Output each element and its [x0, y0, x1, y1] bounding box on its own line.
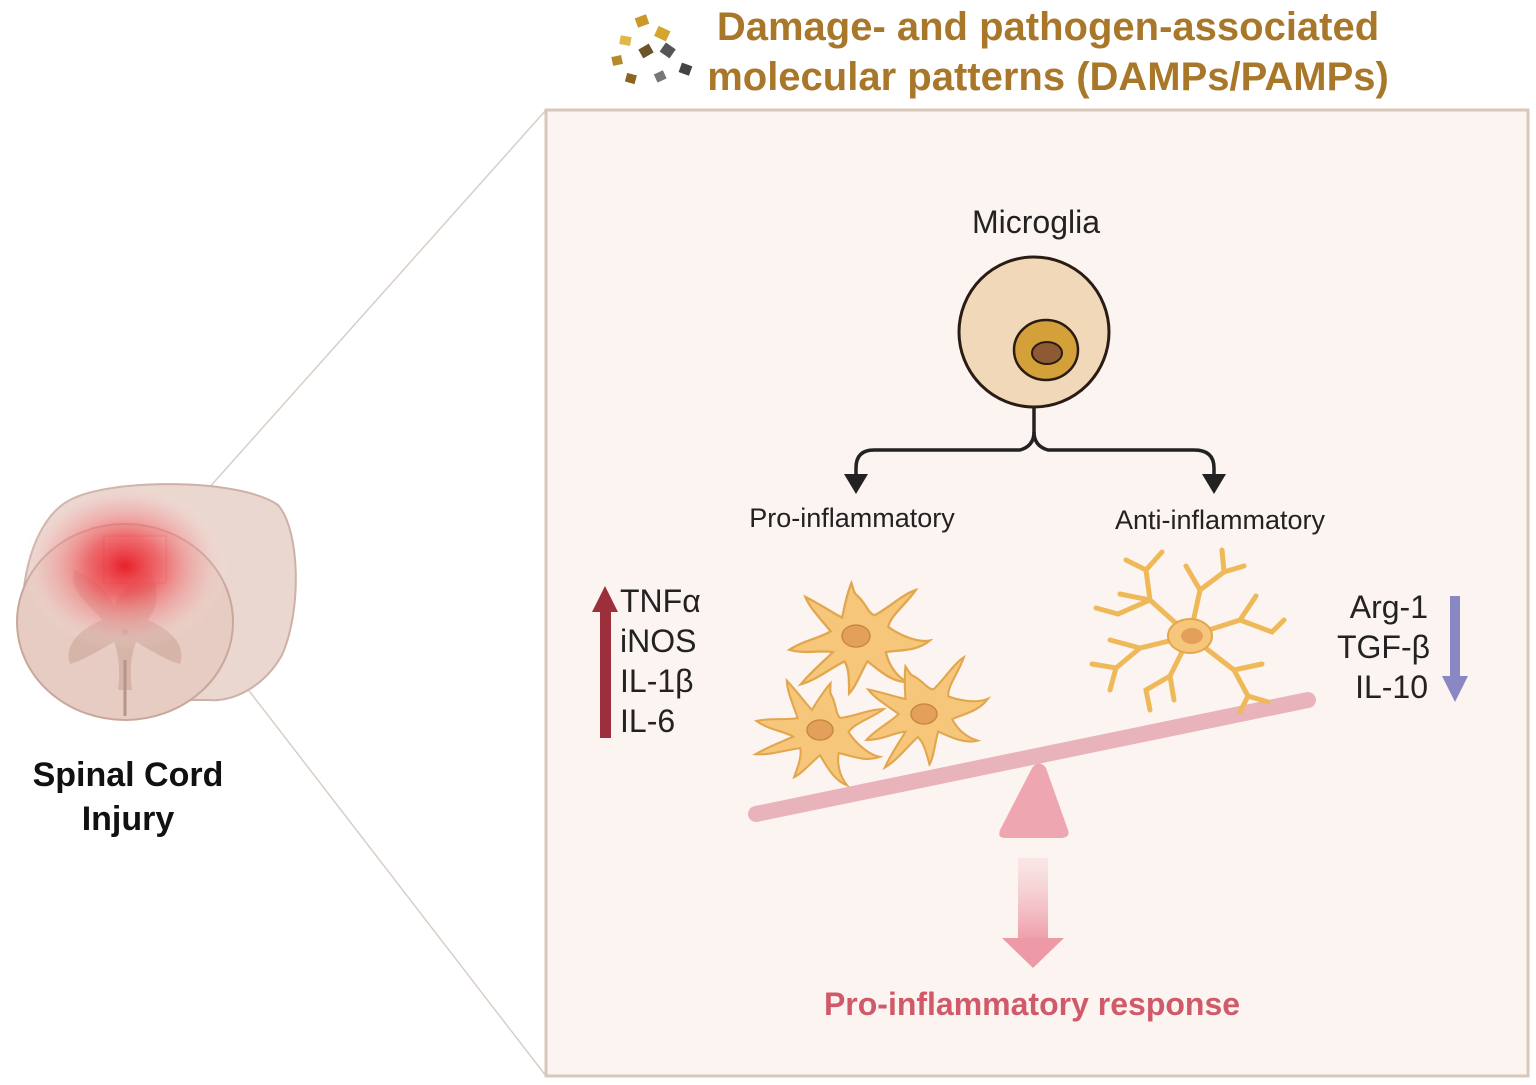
ramified-microglia-body	[1167, 618, 1213, 654]
microglia-label: Microglia	[972, 204, 1100, 240]
title-line-1: Damage- and pathogen-associated	[717, 5, 1379, 49]
marker-up-3: IL-1β	[620, 663, 694, 699]
microglia-cell-icon	[957, 255, 1111, 409]
branch-arrows	[844, 407, 1226, 494]
marker-down-2: TGF-β	[1337, 629, 1430, 665]
outcome-arrow-icon	[1002, 858, 1064, 968]
downregulation-arrow-icon	[1442, 596, 1468, 702]
injury-label-line-2: Injury	[82, 800, 175, 838]
marker-up-2: iNOS	[620, 623, 696, 659]
title-line-2: molecular patterns (DAMPs/PAMPs)	[707, 55, 1389, 99]
injury-label-line-1: Spinal Cord	[33, 756, 224, 794]
seesaw-icon	[748, 692, 1316, 838]
marker-up-4: IL-6	[620, 703, 675, 739]
upregulation-arrow-icon	[592, 586, 618, 738]
damps-pamps-icon	[611, 14, 693, 85]
zoom-line-top	[165, 109, 547, 537]
outcome-label: Pro-inflammatory response	[824, 986, 1240, 1022]
anti-inflammatory-label: Anti-inflammatory	[1115, 505, 1326, 535]
marker-up-1: TNFα	[620, 583, 701, 619]
reactive-microglia-nuclei	[806, 624, 938, 741]
spinal-cord-icon	[16, 481, 297, 721]
pro-inflammatory-label: Pro-inflammatory	[749, 503, 955, 533]
marker-down-3: IL-10	[1355, 669, 1428, 705]
marker-down-1: Arg-1	[1350, 589, 1428, 625]
